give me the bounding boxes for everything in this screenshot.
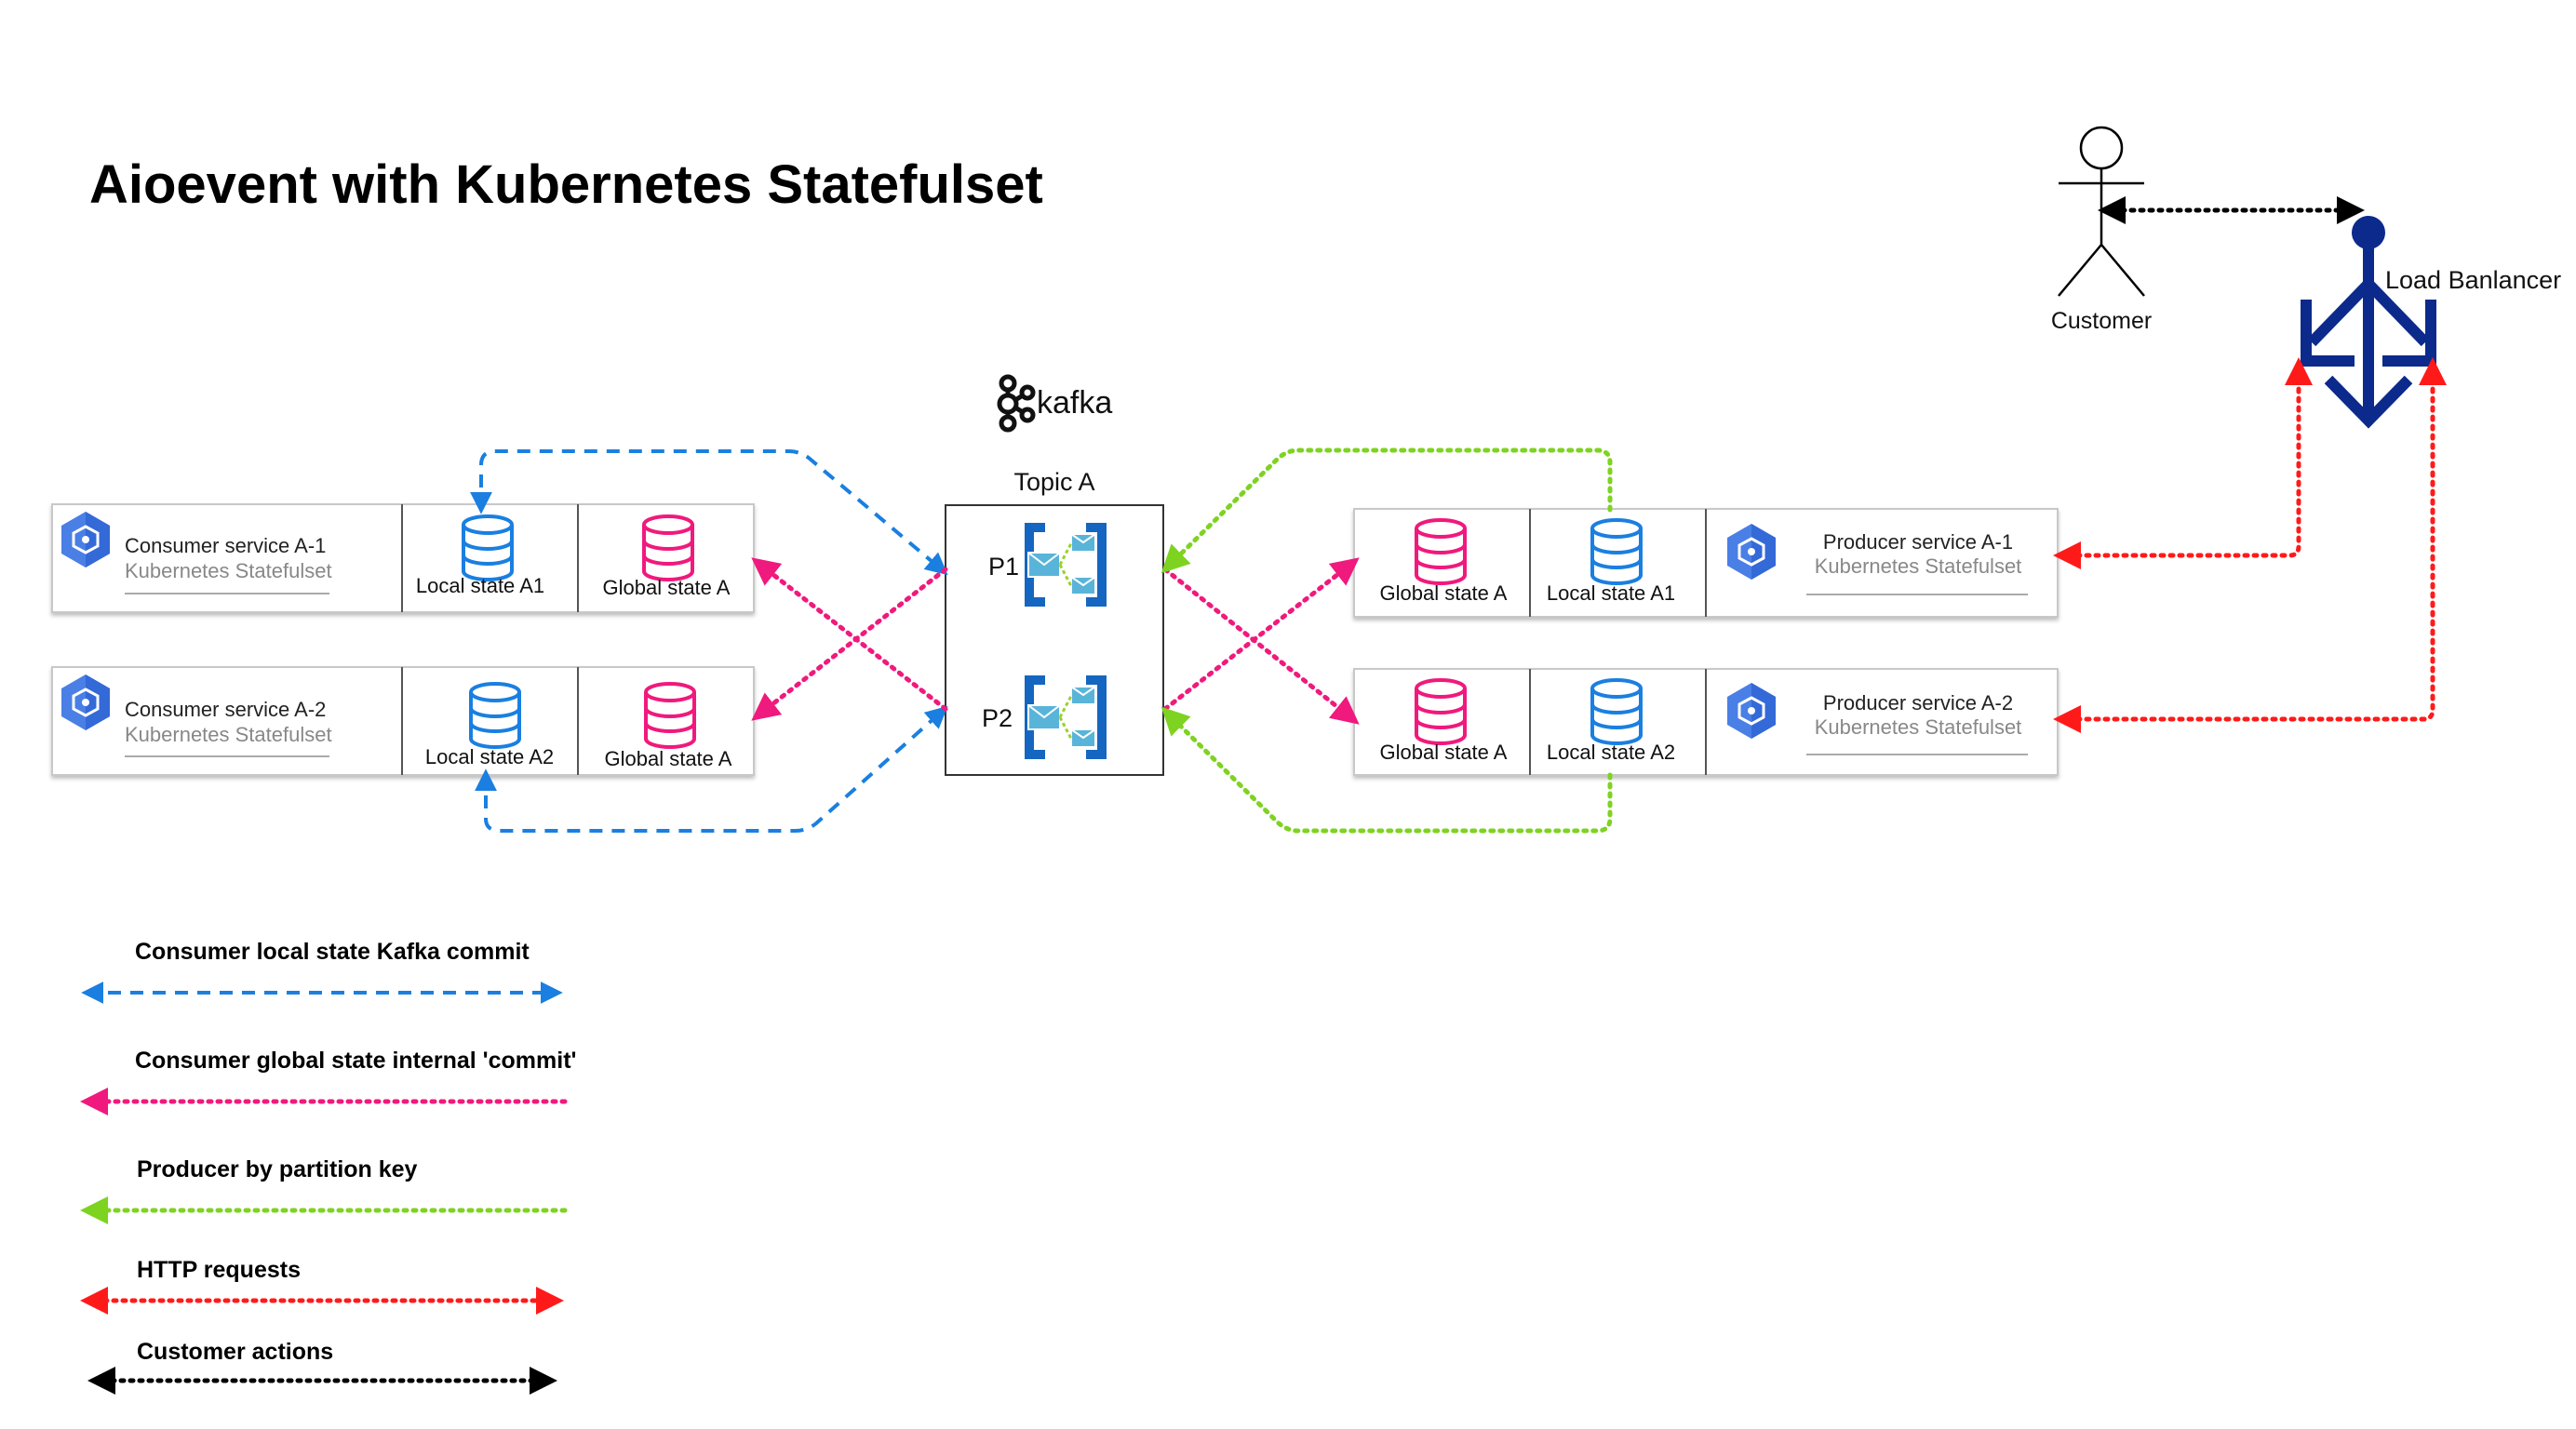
local-state-a1-database-icon bbox=[1590, 518, 1643, 585]
consumer-a1-global-state: Global state A bbox=[603, 576, 731, 599]
local-state-a2-database-icon bbox=[1590, 678, 1643, 745]
global-state-a-database-icon bbox=[1415, 518, 1467, 585]
page-title: Aioevent with Kubernetes Statefulset bbox=[89, 154, 1043, 215]
consumer-a2-global-state: Global state A bbox=[605, 747, 732, 770]
consumer-a1-local-state: Local state A1 bbox=[416, 574, 544, 597]
green-producer-connector-a2 bbox=[1161, 706, 1613, 834]
legend-label-http: HTTP requests bbox=[137, 1257, 301, 1283]
consumer-service-a1: Consumer service A-1 Kubernetes Stateful… bbox=[51, 503, 755, 613]
producer-a2-global-state: Global state A bbox=[1380, 741, 1508, 764]
pink-commit-connector-a1 bbox=[751, 557, 948, 712]
pink-commit-connector-a2 bbox=[751, 567, 948, 721]
legend: Consumer local state Kafka commit Consum… bbox=[80, 939, 576, 1395]
pink-commit-connector-producer-a2 bbox=[1162, 567, 1360, 725]
global-state-a-database-icon bbox=[644, 682, 696, 749]
consumer-a2-name: Consumer service A-2 bbox=[125, 698, 326, 721]
blue-commit-connector-a2 bbox=[475, 705, 948, 833]
producer-a2-local-state: Local state A2 bbox=[1547, 741, 1675, 764]
partition-p1-label: P1 bbox=[988, 553, 1019, 581]
blue-commit-connector-a1 bbox=[470, 449, 948, 576]
legend-label-producer: Producer by partition key bbox=[137, 1156, 418, 1182]
customer-label: Customer bbox=[2051, 308, 2152, 334]
kafka-topic-box: P1 P2 bbox=[945, 504, 1164, 776]
kafka-logo: kafka bbox=[997, 374, 1112, 433]
local-state-a2-database-icon bbox=[469, 682, 521, 749]
load-balancer-icon bbox=[2301, 216, 2436, 429]
legend-label-global-commit: Consumer global state internal 'commit' bbox=[135, 1048, 576, 1074]
legend-label-customer: Customer actions bbox=[137, 1339, 333, 1365]
producer-service-a2: Global state A Local state A2 Producer s… bbox=[1353, 668, 2059, 776]
producer-a1-local-state: Local state A1 bbox=[1547, 581, 1675, 605]
load-balancer-label: Load Banlancer bbox=[2385, 266, 2561, 294]
kafka-logo-text: kafka bbox=[1037, 385, 1112, 421]
http-connector-a1 bbox=[2053, 357, 2313, 569]
local-state-a1-database-icon bbox=[462, 514, 514, 581]
green-producer-connector-a1 bbox=[1161, 447, 1613, 574]
legend-label-local-commit: Consumer local state Kafka commit bbox=[135, 939, 530, 965]
producer-a1-name: Producer service A-1 bbox=[1823, 530, 2013, 554]
producer-a2-subtitle: Kubernetes Statefulset bbox=[1815, 715, 2022, 739]
producer-service-a1: Global state A Local state A1 Producer s… bbox=[1353, 508, 2059, 618]
pink-commit-connector-producer-a1 bbox=[1162, 557, 1360, 712]
consumer-a1-name: Consumer service A-1 bbox=[125, 534, 326, 557]
consumer-a2-subtitle: Kubernetes Statefulset bbox=[125, 723, 332, 746]
partition-p2-label: P2 bbox=[982, 704, 1013, 732]
producer-a2-name: Producer service A-2 bbox=[1823, 691, 2013, 714]
consumer-service-a2: Consumer service A-2 Kubernetes Stateful… bbox=[51, 666, 755, 776]
global-state-a-database-icon bbox=[1415, 678, 1467, 745]
global-state-a-database-icon bbox=[642, 514, 694, 581]
consumer-a1-subtitle: Kubernetes Statefulset bbox=[125, 559, 332, 582]
topic-label: Topic A bbox=[1013, 468, 1094, 496]
http-connector-a2 bbox=[2053, 357, 2447, 733]
producer-a1-global-state: Global state A bbox=[1380, 581, 1508, 605]
producer-a1-subtitle: Kubernetes Statefulset bbox=[1815, 554, 2022, 578]
consumer-a2-local-state: Local state A2 bbox=[425, 745, 554, 768]
